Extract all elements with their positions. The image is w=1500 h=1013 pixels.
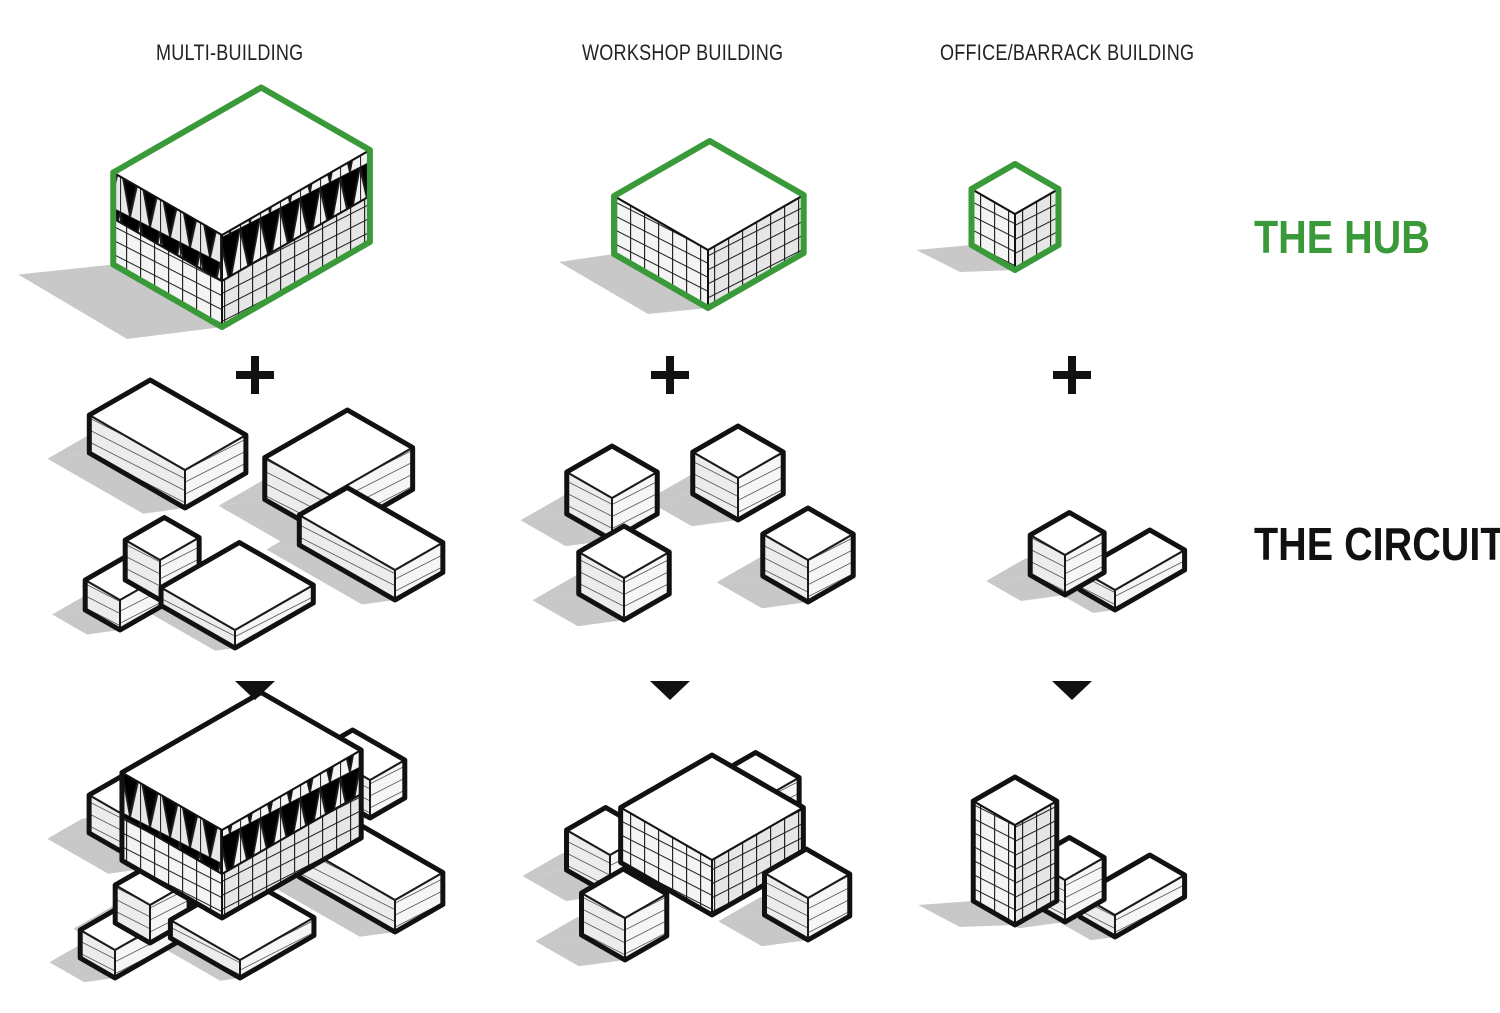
hub-workshop-green-outline	[611, 138, 807, 311]
circuit-office-step-high	[1027, 510, 1107, 598]
circuit-multi-ring-block-shadow	[47, 453, 185, 514]
result-multi-stair-low-shadow	[49, 958, 115, 983]
hub-workshop-shadow	[559, 254, 708, 314]
circuit-workshop-block-a-shadow	[520, 514, 612, 547]
result-workshop-wing-front-left-outline	[579, 866, 670, 963]
column-label-workshop-building: WORKSHOP BUILDING	[582, 40, 784, 65]
circuit-multi-long-block-shadow	[266, 545, 395, 605]
plus-icon-bar-v	[251, 356, 259, 394]
hub-office-green-outline	[968, 161, 1062, 273]
row-label-the-hub: THE HUB	[1254, 211, 1430, 263]
circuit-workshop-block-d	[760, 505, 856, 605]
circuit-office-step-low	[1077, 527, 1188, 613]
result-multi-flat-shadow	[150, 938, 240, 981]
circuit-workshop-block-b-shadow	[646, 494, 738, 527]
circuit-office-step-low-shadow	[1058, 590, 1115, 613]
circuit-multi-flat-block	[158, 540, 316, 651]
result-workshop-wing-front-right-outline	[762, 846, 853, 943]
circuit-multi-stair-low-shadow	[52, 610, 121, 635]
hub-office-building	[968, 161, 1062, 273]
hub-multi-shadow	[18, 264, 222, 339]
plus-icon	[1053, 356, 1091, 394]
plus-icon-bar-v	[1068, 356, 1076, 394]
plus-icon-bar-v	[666, 356, 674, 394]
result-workshop-wing-front-left	[579, 866, 670, 963]
row-label-the-circuit: THE CIRCUIT	[1254, 518, 1500, 570]
circuit-workshop-block-d-shadow	[716, 576, 808, 609]
result-office-step-low-outline	[1077, 852, 1188, 940]
result-workshop-wing-front-right	[762, 846, 853, 943]
circuit-workshop-block-a	[564, 443, 660, 543]
circuit-multi-long-block-outline	[296, 485, 446, 603]
hub-workshop-building	[611, 138, 807, 311]
result-multi-hub	[119, 690, 364, 921]
column-label-office-barrack-building: OFFICE/BARRACK BUILDING	[940, 40, 1195, 65]
result-multi-long-shadow	[264, 877, 395, 937]
circuit-multi-flat-block-outline	[158, 540, 316, 651]
result-workshop-wing-front-right-shadow	[718, 915, 808, 947]
column-label-multi-building: MULTI-BUILDING	[156, 40, 304, 65]
circuit-office-step-low-outline	[1077, 527, 1188, 613]
circuit-multi-long-block	[296, 485, 446, 603]
result-office-shadow	[918, 901, 1015, 927]
down-triangle-icon	[650, 681, 690, 700]
plus-icon	[651, 356, 689, 394]
circuit-workshop-block-c-outline	[576, 523, 672, 623]
result-workshop-wing-front-left-shadow	[535, 935, 625, 967]
down-triangle-icon	[235, 681, 275, 700]
circuit-workshop-block-b	[690, 423, 786, 523]
hub-multi-green-outline	[110, 84, 373, 330]
result-office-step-low-shadow	[1056, 917, 1115, 941]
result-workshop-hub	[618, 752, 806, 918]
hub-multi-building	[110, 84, 373, 330]
circuit-multi-flat-block-shadow	[141, 605, 235, 651]
circuit-multi-tall-block-outline	[262, 407, 416, 540]
circuit-multi-ring-block	[86, 377, 249, 511]
result-office-hub	[970, 774, 1060, 928]
down-triangle-icon	[1052, 681, 1092, 700]
result-office-outline	[970, 774, 1060, 928]
circuit-workshop-block-d-outline	[760, 505, 856, 605]
circuit-workshop-block-c-shadow	[532, 594, 624, 627]
circuit-multi-ring-block-outline	[86, 377, 249, 511]
circuit-workshop-block-a-outline	[564, 443, 660, 543]
circuit-workshop-block-c	[576, 523, 672, 623]
plus-icon	[236, 356, 274, 394]
hub-office-shadow	[916, 245, 1015, 272]
circuit-office-step-high-outline	[1027, 510, 1107, 598]
circuit-workshop-block-b-outline	[690, 423, 786, 523]
circuit-office-step-high-shadow	[986, 575, 1065, 601]
